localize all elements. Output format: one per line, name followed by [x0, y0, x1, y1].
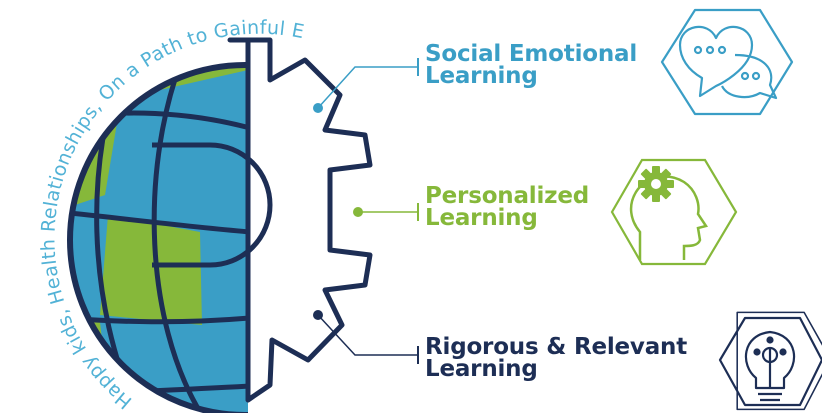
gear-half — [227, 37, 373, 403]
connector-rr — [313, 310, 419, 364]
pillar-label-line1: Rigorous & Relevant — [425, 334, 688, 360]
pillar-label-line2: Learning — [425, 356, 538, 382]
pillar-label-social-emotional: Social Emotional Learning — [425, 41, 638, 89]
lightbulb-idea-icon — [718, 311, 822, 411]
gear-inner-arch — [152, 142, 273, 268]
connector-sel — [313, 58, 419, 113]
pillar-label-line1: Personalized — [425, 183, 590, 209]
pillar-label-rigorous-relevant: Rigorous & Relevant Learning — [425, 334, 688, 382]
pillar-label-line1: Social Emotional — [425, 41, 638, 67]
pillar-label-personalized: Personalized Learning — [425, 183, 590, 231]
connector-pl — [353, 203, 419, 221]
pillar-label-line2: Learning — [425, 205, 538, 231]
pillar-label-line2: Learning — [425, 63, 538, 89]
head-gear-icon — [610, 158, 738, 266]
chat-bubbles-heart-icon — [660, 8, 794, 116]
